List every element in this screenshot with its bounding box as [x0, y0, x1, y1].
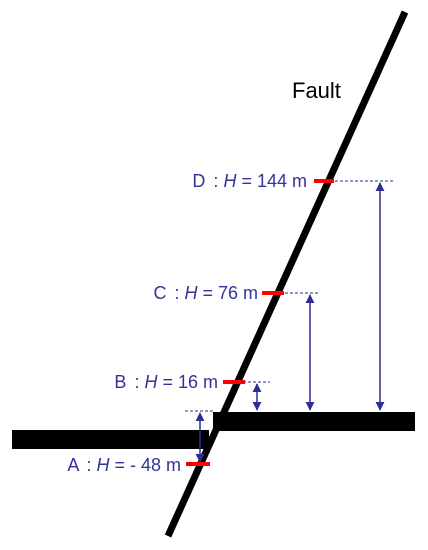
label-c-value: = 76 m [202, 283, 258, 303]
label-a: A : H = - 48 m [67, 455, 181, 475]
label-d: D : H = 144 m [192, 171, 307, 191]
label-c-var: H [184, 283, 198, 303]
label-b-letter: B [114, 372, 126, 392]
label-c: C : H = 76 m [153, 283, 258, 303]
label-d-var: H [223, 171, 237, 191]
label-a-var: H [96, 455, 110, 475]
label-b-var: H [144, 372, 158, 392]
upper-stratum-bar [213, 412, 415, 431]
label-a-value: = - 48 m [114, 455, 181, 475]
label-d-letter: D [192, 171, 205, 191]
label-d-value: = 144 m [241, 171, 307, 191]
fault-line [164, 10, 409, 538]
label-b-value: = 16 m [162, 372, 218, 392]
fault-label: Fault [292, 78, 341, 103]
lower-stratum-bar [12, 430, 209, 449]
label-b: B : H = 16 m [114, 372, 218, 392]
label-c-letter: C [153, 283, 166, 303]
label-a-letter: A [67, 455, 79, 475]
